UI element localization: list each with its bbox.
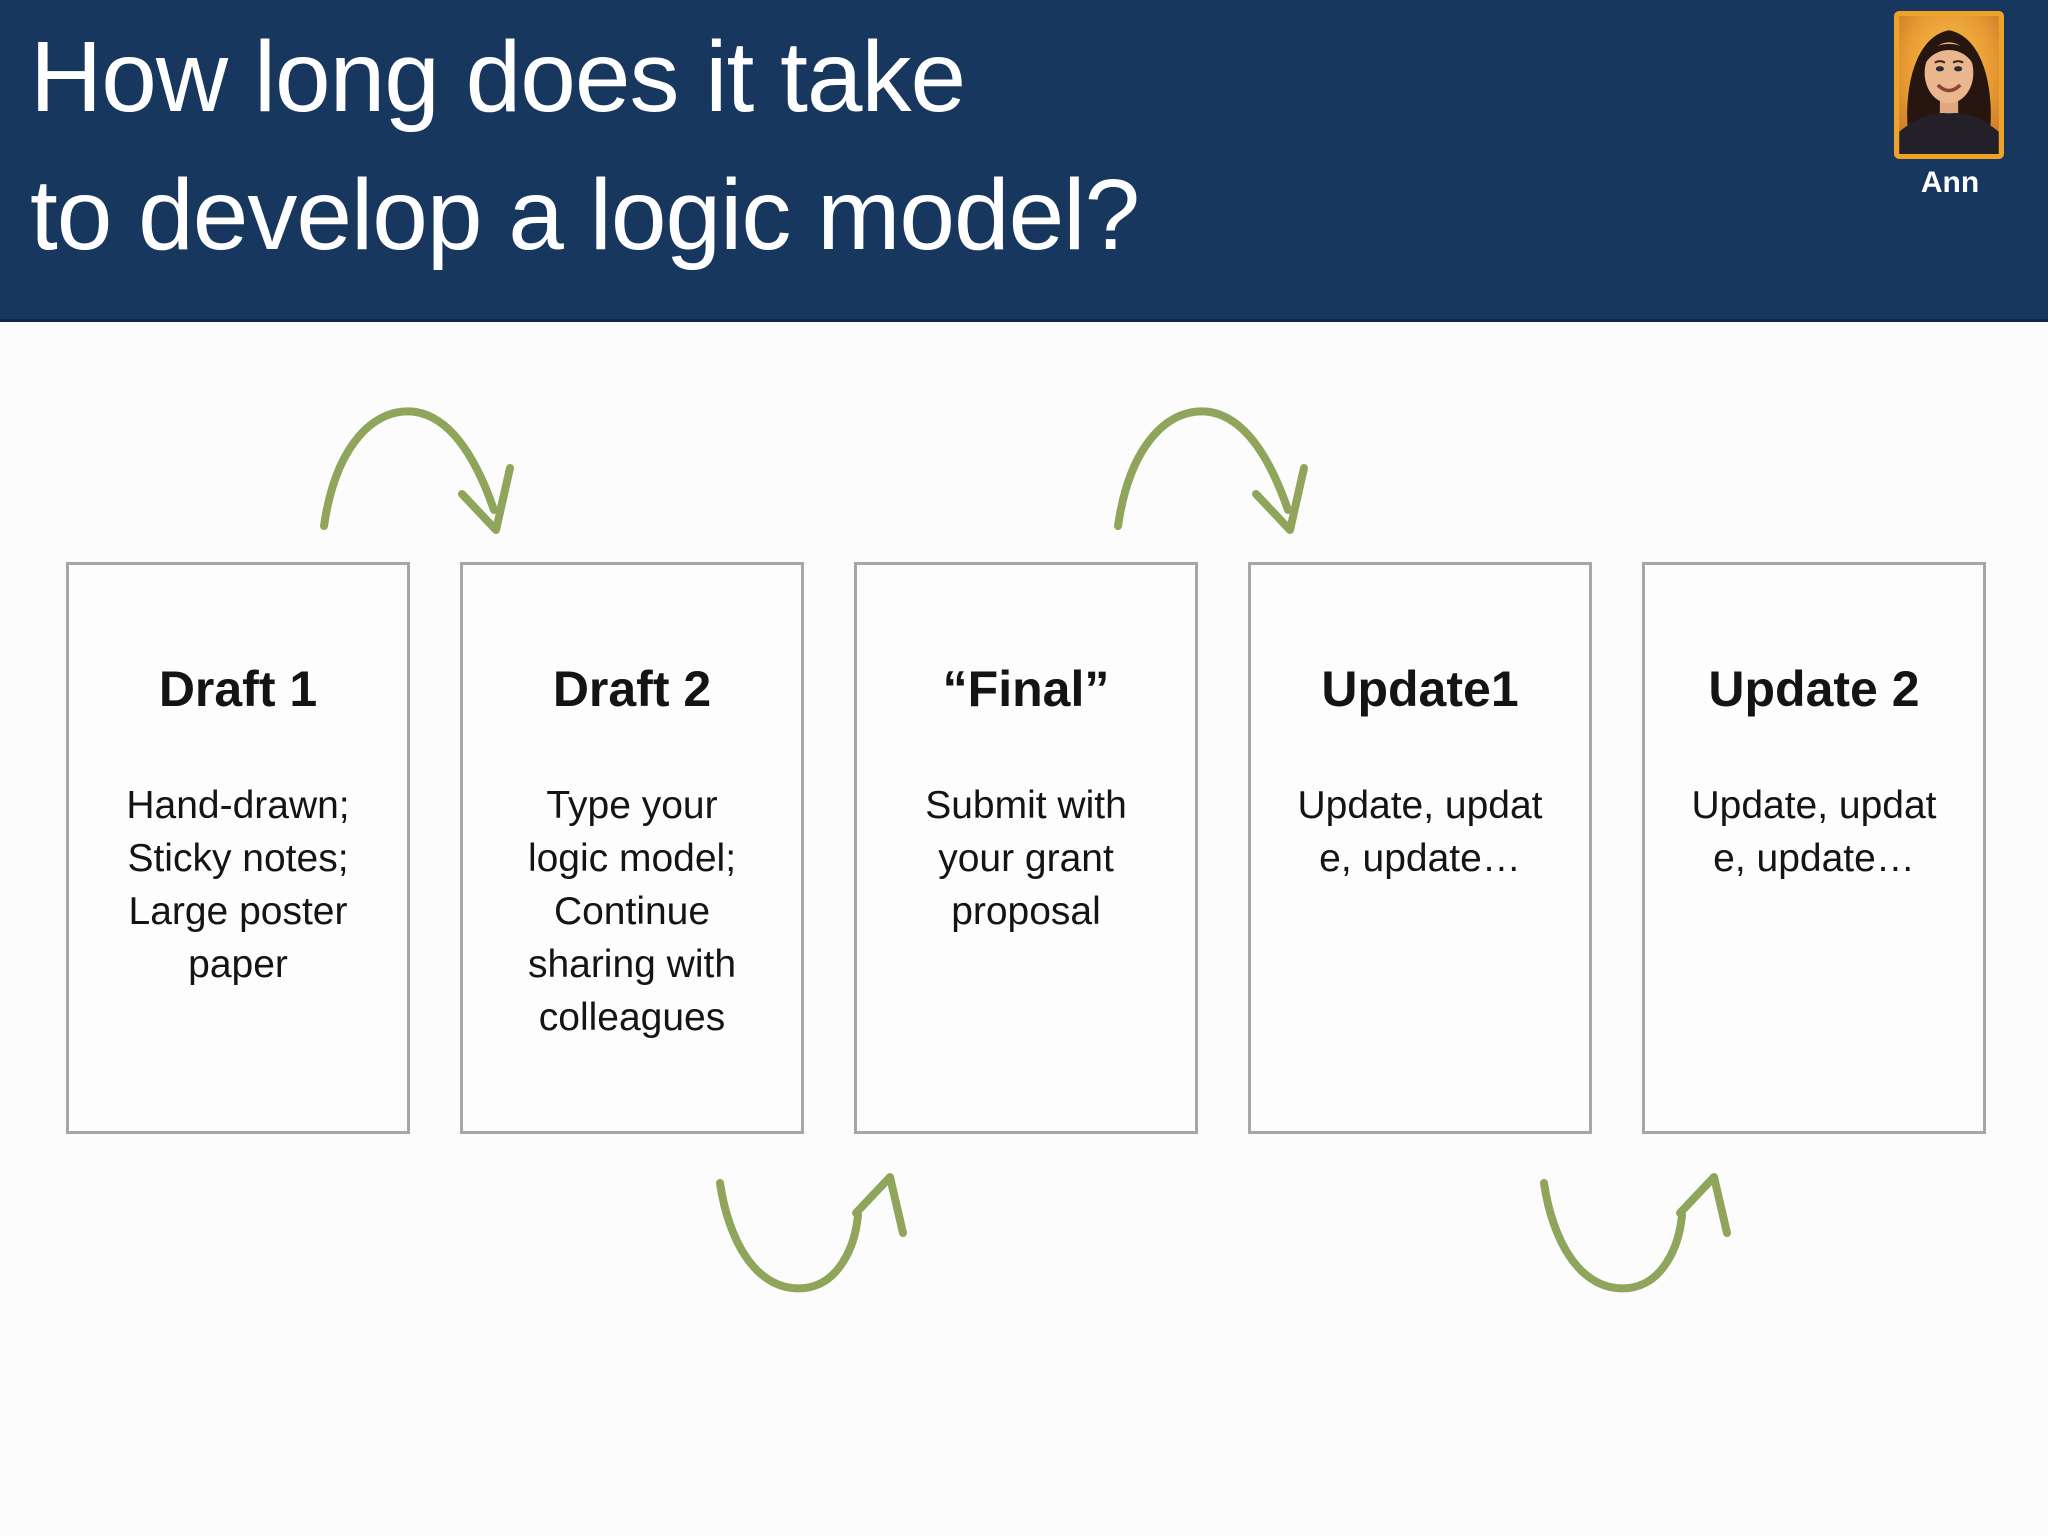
presenter-name: Ann (1920, 166, 1980, 199)
presenter-overlay: Ann (1894, 11, 2006, 199)
step-title: Draft 2 (552, 661, 712, 717)
curved-arrow-over-icon (320, 407, 514, 534)
curved-arrow-under-icon (1540, 1173, 1731, 1293)
avatar (1894, 11, 2004, 159)
presenter-photo-icon (1899, 16, 1999, 154)
curved-arrow-under-icon (716, 1173, 907, 1293)
step-box-draft-1: Draft 1 Hand-drawn;Sticky notes;Large po… (66, 562, 410, 1134)
page-title: How long does it take to develop a logic… (30, 8, 1140, 284)
step-title: “Final” (942, 661, 1110, 717)
curved-arrow-over-icon (1114, 407, 1308, 534)
step-title: Update1 (1321, 661, 1519, 717)
title-line-2: to develop a logic model? (30, 159, 1140, 271)
title-bar: How long does it take to develop a logic… (0, 0, 2048, 322)
step-title: Update 2 (1708, 661, 1920, 717)
step-title: Draft 1 (158, 661, 318, 717)
title-line-1: How long does it take (30, 21, 966, 133)
